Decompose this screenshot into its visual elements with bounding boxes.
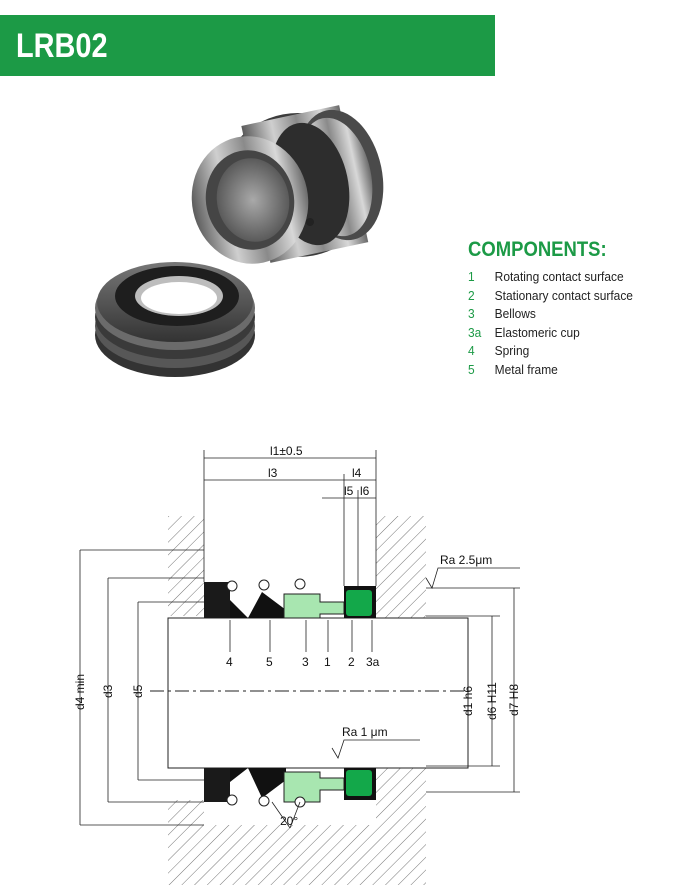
dim-d4: d4 min <box>73 674 87 710</box>
dim-d6: d6 H11 <box>485 682 499 720</box>
dim-d7: d7 H8 <box>507 684 521 716</box>
dim-l3: l3 <box>268 466 278 480</box>
dim-d5: d5 <box>131 684 145 698</box>
components-heading: COMPONENTS: <box>468 238 607 261</box>
product-photo <box>95 105 384 377</box>
dim-l4: l4 <box>352 466 362 480</box>
housing-left-bottom <box>168 800 204 885</box>
shaft <box>167 617 469 769</box>
component-number: 4 <box>468 343 475 358</box>
upper-seal-assembly <box>204 578 376 619</box>
page-title: LRB02 <box>16 27 108 65</box>
component-label: Rotating contact surface <box>494 269 624 284</box>
component-item: 4 Spring <box>468 342 661 361</box>
component-item: 3a Elastomeric cup <box>468 324 661 343</box>
component-number: 3 <box>468 306 475 321</box>
component-item: 2 Stationary contact surface <box>468 287 661 306</box>
part-label-3: 3 <box>302 655 309 669</box>
part-label-2: 2 <box>348 655 355 669</box>
part-label-4: 4 <box>226 655 233 669</box>
components-list: 1 Rotating contact surface 2 Stationary … <box>468 268 678 379</box>
component-label: Spring <box>494 343 530 358</box>
angle-label: 20° <box>280 814 298 828</box>
component-number: 3a <box>468 324 482 340</box>
component-label: Elastomeric cup <box>494 324 580 340</box>
part-label-5: 5 <box>266 655 273 669</box>
component-item: 1 Rotating contact surface <box>468 268 661 287</box>
dim-l6: l6 <box>360 484 370 498</box>
components-panel: COMPONENTS: 1 Rotating contact surface 2… <box>468 238 678 379</box>
dim-d1: d1 h6 <box>461 686 475 716</box>
roughness-bottom: Ra 1 μm <box>342 725 388 739</box>
component-item: 3 Bellows <box>468 305 661 324</box>
component-number: 5 <box>468 361 475 377</box>
title-banner: LRB02 <box>0 15 495 76</box>
component-label: Bellows <box>494 306 536 321</box>
housing-left-top <box>168 516 204 616</box>
part-label-3a: 3a <box>366 655 380 669</box>
dim-l1: l1±0.5 <box>270 444 303 458</box>
technical-drawing: l1±0.5 l3 l4 l5 l6 d4 min d3 d5 d1 h6 d6… <box>73 444 521 885</box>
dim-d3: d3 <box>101 684 115 698</box>
component-label: Metal frame <box>494 361 558 377</box>
component-item: 5 Metal frame <box>468 361 661 380</box>
part-label-1: 1 <box>324 655 331 669</box>
housing-bottom-block <box>204 825 376 885</box>
dim-l5: l5 <box>344 484 354 498</box>
lower-seal-assembly <box>204 768 376 808</box>
component-number: 1 <box>468 269 475 284</box>
component-number: 2 <box>468 287 475 303</box>
housing-right-bottom <box>376 760 426 885</box>
housing-right-top <box>376 516 426 628</box>
component-label: Stationary contact surface <box>494 287 633 303</box>
roughness-top: Ra 2.5μm <box>440 553 492 567</box>
